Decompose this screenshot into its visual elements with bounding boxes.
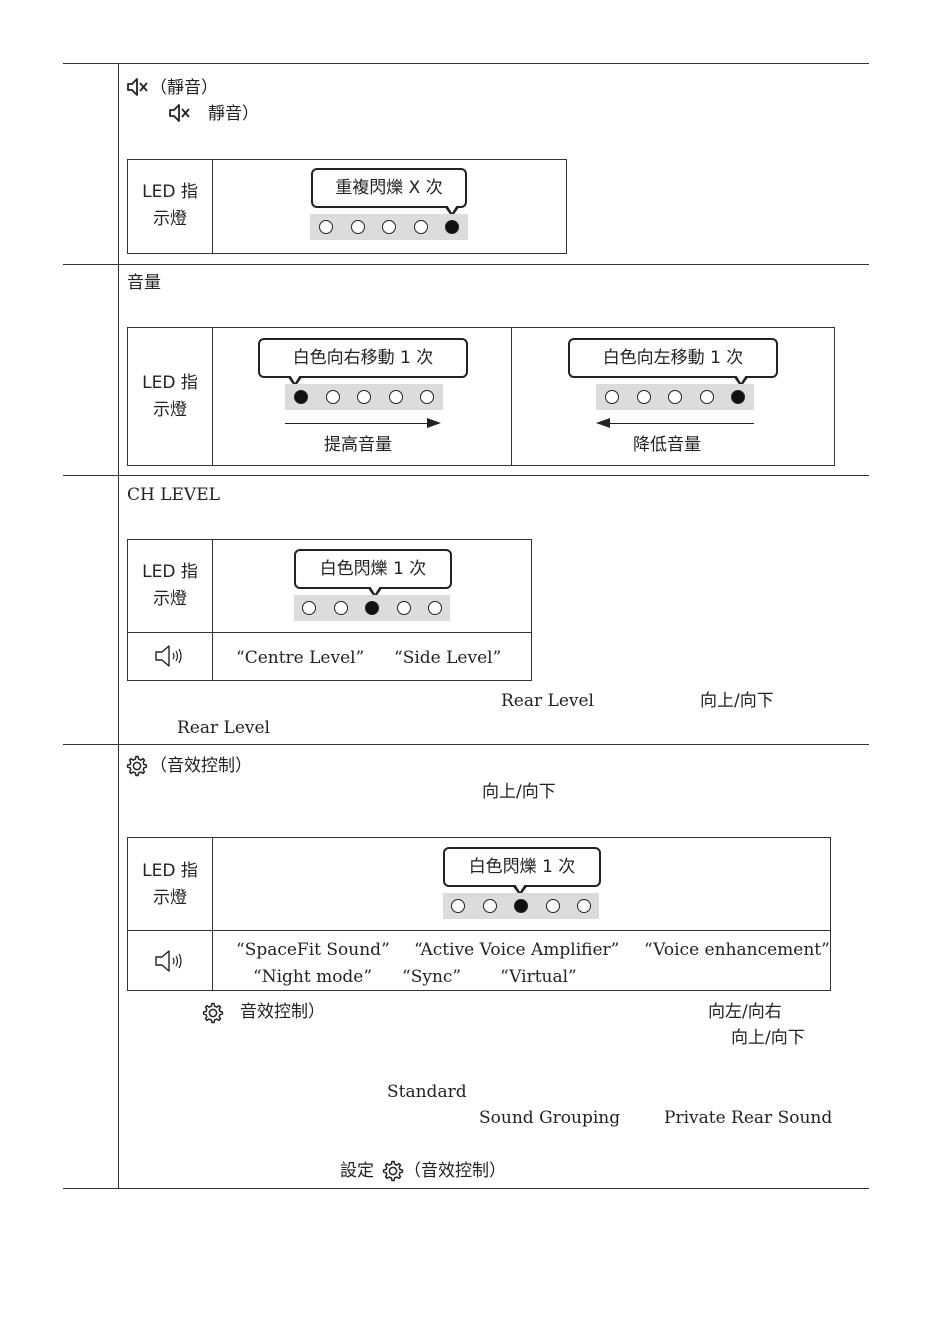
volume-down-caption: 降低音量 <box>633 435 701 455</box>
gear-icon <box>126 755 148 777</box>
row-divider-bottom <box>63 1188 869 1189</box>
row-divider-top <box>63 63 869 64</box>
led-dot-on <box>365 601 379 615</box>
led-dot-off <box>350 220 365 234</box>
voice-guide-active-voice-amplifier: “Active Voice Amplifier” <box>414 940 620 960</box>
voice-guide-virtual: “Virtual” <box>500 967 577 987</box>
ch-level-note-updown: 向上/向下 <box>700 691 774 711</box>
led-dot-off <box>636 390 651 404</box>
ch-level-note-rear-level-2: Rear Level <box>177 718 270 738</box>
led-label-line2: 示燈 <box>153 888 187 908</box>
row-divider-3 <box>63 744 869 745</box>
ch-level-note-rear-level: Rear Level <box>501 691 594 711</box>
led-label-line1: LED 指 <box>142 861 198 881</box>
led-dot-off <box>605 390 619 404</box>
mute-description: 靜音） <box>208 104 259 124</box>
led-dot-off <box>413 220 428 234</box>
volume-up-arrow <box>285 418 441 428</box>
ch-level-callout: 白色閃爍 1 次 <box>294 549 452 598</box>
mute-title: （靜音） <box>150 78 218 98</box>
row-divider-1 <box>63 264 869 265</box>
voice-guide-spacefit-sound: “SpaceFit Sound” <box>236 940 390 960</box>
led-label-line1: LED 指 <box>142 373 198 393</box>
note-sound-grouping: Sound Grouping <box>479 1108 621 1128</box>
led-dot-off <box>357 390 371 404</box>
led-label-line2: 示燈 <box>153 209 187 229</box>
mute-speaker-icon <box>127 78 148 96</box>
note-sound-control: 音效控制） <box>240 1002 325 1022</box>
led-strip <box>310 214 468 240</box>
row-divider-2 <box>63 475 869 476</box>
led-indicator-label: LED 指 示燈 <box>128 370 212 424</box>
callout-text: 白色向右移動 1 次 <box>292 348 434 368</box>
note-setting-sound-control: （音效控制） <box>404 1161 506 1181</box>
led-dot-off <box>451 899 465 913</box>
led-indicator-label: LED 指 示燈 <box>128 179 212 233</box>
led-dot-off <box>319 220 333 234</box>
led-callout: 重複閃爍 X 次 <box>311 168 467 217</box>
gear-icon <box>382 1160 404 1182</box>
note-private-rear-sound: Private Rear Sound <box>664 1108 833 1128</box>
volume-led-table: LED 指 示燈 白色向右移動 1 次 提高音量 白色向左移動 1 次 降低音量 <box>127 327 835 466</box>
led-label-line1: LED 指 <box>142 562 198 582</box>
note-standard: Standard <box>387 1082 467 1102</box>
voice-guide-centre-level: “Centre Level” <box>236 648 365 668</box>
mute-speaker-icon <box>169 104 190 122</box>
sound-control-led-table: LED 指 示燈 白色閃爍 1 次 “SpaceFit Sound” “Acti… <box>127 837 831 991</box>
sound-control-title: （音效控制） <box>150 756 252 776</box>
led-dot-off <box>388 390 403 404</box>
led-dot-off <box>333 601 348 615</box>
voice-guide-sync: “Sync” <box>402 967 462 987</box>
volume-up-led-strip <box>285 384 443 410</box>
led-dot-off <box>482 899 497 913</box>
led-dot-off <box>428 601 442 615</box>
led-dot-off <box>699 390 714 404</box>
led-label-line2: 示燈 <box>153 589 187 609</box>
speaker-voice-icon <box>155 645 182 667</box>
ch-level-title: CH LEVEL <box>127 485 220 505</box>
sound-control-callout: 白色閃爍 1 次 <box>443 847 601 896</box>
note-up-down: 向上/向下 <box>731 1028 805 1048</box>
ch-level-led-strip <box>294 595 450 621</box>
speaker-voice-icon <box>155 950 182 972</box>
volume-down-callout: 白色向左移動 1 次 <box>568 338 778 387</box>
led-dot-off <box>325 390 340 404</box>
volume-title: 音量 <box>127 273 161 293</box>
gear-icon <box>202 1002 224 1024</box>
led-dot-on <box>514 899 528 913</box>
voice-guide-voice-enhancement: “Voice enhancement” <box>644 940 830 960</box>
led-dot-off <box>668 390 682 404</box>
led-dot-off <box>545 899 560 913</box>
callout-text: 白色閃爍 1 次 <box>319 559 427 579</box>
callout-text: 白色向左移動 1 次 <box>602 348 744 368</box>
led-label-line1: LED 指 <box>142 182 198 202</box>
ch-level-led-table: LED 指 示燈 白色閃爍 1 次 “Centre Level” “Side L… <box>127 539 532 681</box>
led-indicator-label: LED 指 示燈 <box>128 559 212 613</box>
sound-control-led-strip <box>443 893 599 919</box>
led-dot-off <box>420 390 434 404</box>
sound-control-note-updown: 向上/向下 <box>482 782 556 802</box>
led-dot-on <box>731 390 745 404</box>
voice-guide-night-mode: “Night mode” <box>253 967 373 987</box>
volume-down-arrow <box>596 418 754 428</box>
led-dot-on <box>445 220 459 234</box>
led-dot-off <box>396 601 411 615</box>
led-dot-off <box>302 601 316 615</box>
callout-text: 白色閃爍 1 次 <box>468 857 576 877</box>
volume-up-callout: 白色向右移動 1 次 <box>258 338 468 387</box>
callout-text: 重複閃爍 X 次 <box>335 178 443 198</box>
led-dot-on <box>294 390 308 404</box>
voice-guide-side-level: “Side Level” <box>394 648 502 668</box>
volume-up-caption: 提高音量 <box>324 435 392 455</box>
led-indicator-label: LED 指 示燈 <box>128 858 212 912</box>
led-dot-off <box>577 899 591 913</box>
led-dot-off <box>382 220 396 234</box>
note-left-right: 向左/向右 <box>708 1002 782 1022</box>
note-setting: 設定 <box>340 1161 374 1181</box>
mute-led-table: LED 指 示燈 重複閃爍 X 次 <box>127 159 567 254</box>
led-label-line2: 示燈 <box>153 400 187 420</box>
volume-down-led-strip <box>596 384 754 410</box>
column-divider <box>118 63 119 1188</box>
